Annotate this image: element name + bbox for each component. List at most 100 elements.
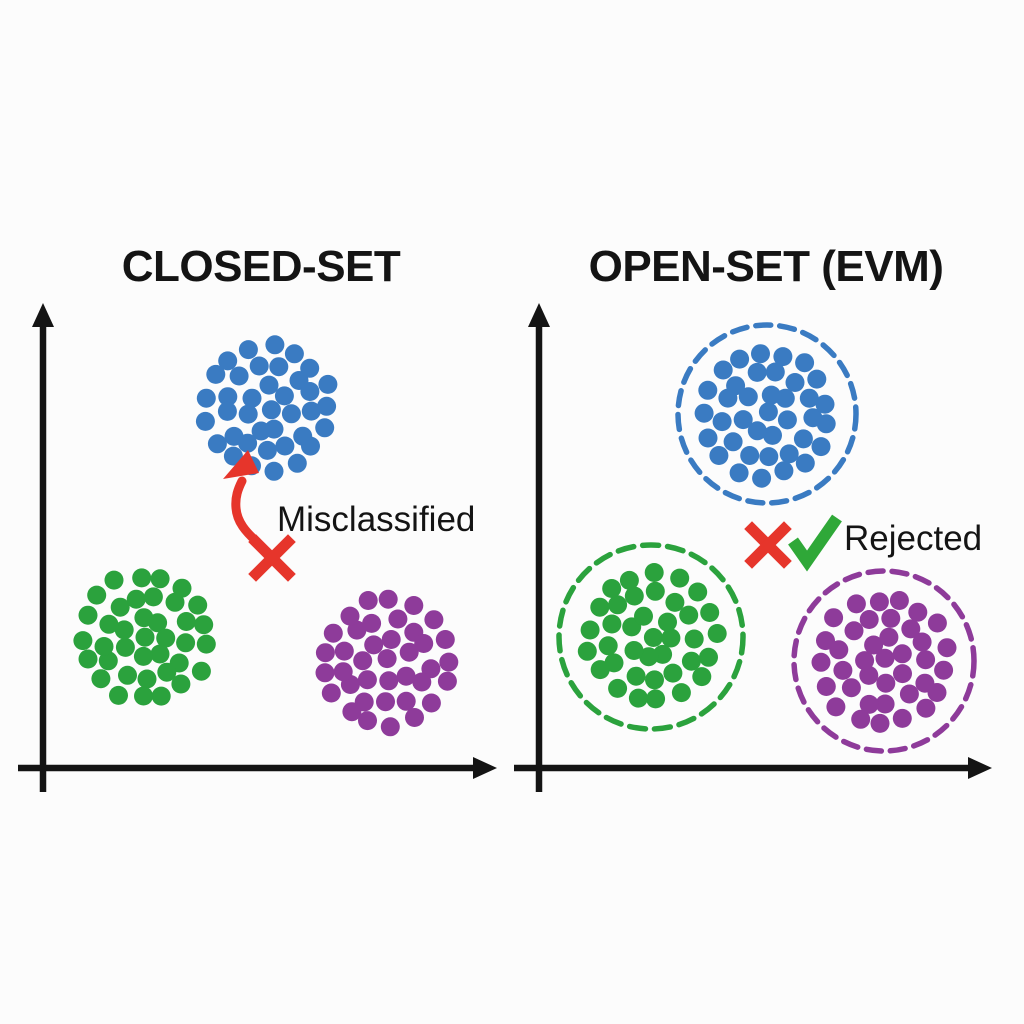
data-point [700,603,720,622]
data-point [134,686,153,706]
data-point [196,388,216,408]
data-point [435,630,455,649]
arrow-head [223,450,259,479]
data-point [712,412,732,432]
data-point [844,621,864,641]
data-point [658,612,677,632]
data-point [334,641,354,661]
open-set-green-cluster [556,542,746,732]
data-point [249,356,269,376]
data-point [172,578,192,598]
data-point [815,394,835,414]
data-point [217,401,237,421]
green-cluster-boundary [556,542,746,732]
data-point [377,649,397,669]
data-point [795,353,815,373]
data-point [301,401,321,421]
data-point [713,360,733,380]
data-point [807,369,827,389]
data-point [934,660,954,680]
data-point [785,373,805,392]
panel-title-closed-set: CLOSED-SET [121,242,401,291]
data-point [912,632,932,652]
data-point [379,671,399,691]
data-point [855,651,875,671]
data-point [396,666,416,686]
data-point [624,641,644,660]
data-point [826,697,846,717]
data-point [176,612,196,631]
data-point [315,663,335,683]
data-point [937,638,957,658]
data-point [156,628,176,648]
data-point [421,659,441,679]
data-point [916,698,936,718]
data-point [376,692,395,712]
data-point [134,608,154,628]
data-point [645,581,665,601]
data-point [777,410,797,430]
data-point [747,362,767,382]
data-point [188,595,208,615]
closed-set-blue-cluster [195,335,338,481]
data-point [927,683,947,702]
closed-set-purple-cluster [315,589,459,737]
data-point [381,630,401,649]
data-point [358,711,377,731]
data-point [679,605,699,625]
data-point [643,628,663,647]
data-point [321,683,341,703]
red-cross-icon [744,521,792,569]
data-point [859,665,879,685]
data-point [264,461,284,481]
data-point [893,664,912,684]
arrow-shaft [231,476,262,547]
data-point [133,646,153,666]
data-point [740,446,760,465]
data-point [692,667,712,687]
data-point [892,708,912,728]
data-point [927,613,947,633]
data-point [876,673,896,693]
data-point [157,662,177,682]
data-point [118,665,137,685]
data-point [333,662,353,682]
data-point [775,388,795,408]
data-point [663,663,683,683]
data-point [126,589,146,609]
data-point [671,683,691,703]
data-point [889,591,909,610]
data-point [590,660,610,680]
data-point [908,602,928,622]
data-point [665,592,685,612]
data-point [274,386,294,406]
data-point [598,636,618,656]
data-point [730,349,750,369]
data-point [284,344,304,364]
data-point [879,627,899,647]
data-point [143,587,163,607]
data-point [388,609,408,629]
data-point [78,605,98,625]
data-point [851,709,871,729]
data-point [340,606,360,626]
data-point [287,453,307,473]
data-point [580,620,600,640]
data-point [421,693,441,713]
data-point [109,685,128,705]
data-point [412,672,432,692]
data-point [137,669,157,689]
data-point [405,708,424,727]
purple-cluster-boundary [791,568,977,754]
data-point [206,364,226,384]
data-point [224,426,244,446]
data-point [99,614,119,634]
data-point [733,410,753,430]
data-point [414,634,434,653]
data-point [747,421,767,441]
data-point [238,404,258,424]
data-point [380,717,400,737]
closed-set-axes [18,303,497,792]
data-point [811,652,831,672]
data-point [318,374,338,394]
